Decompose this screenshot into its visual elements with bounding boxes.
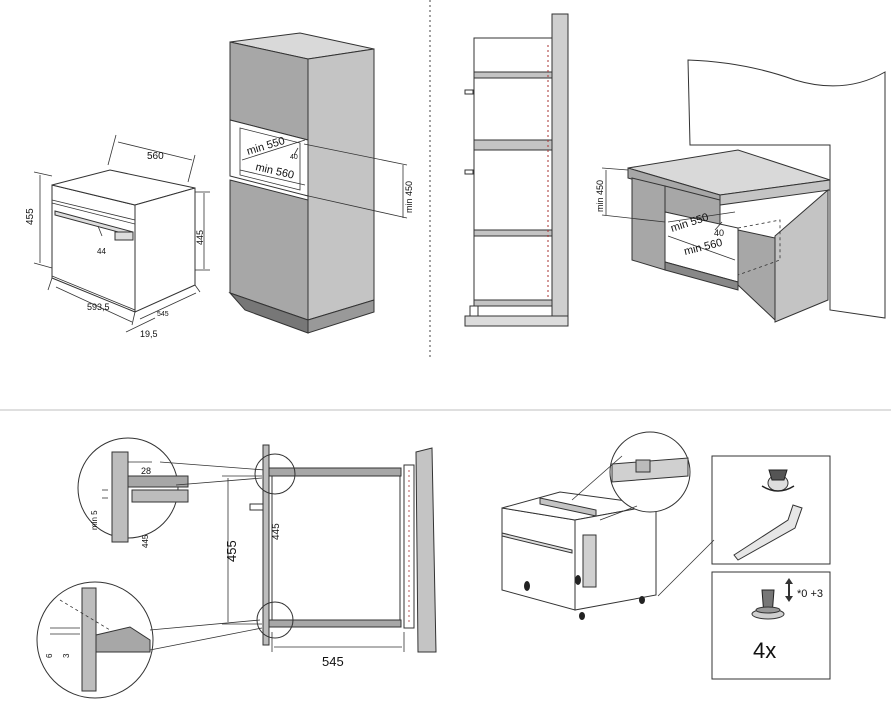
detail-gap-label: 28 (141, 466, 151, 476)
oven-handle-label: 44 (97, 247, 106, 256)
oven-depth-label: 545 (157, 311, 169, 318)
cross-section-height-outer-label: 455 (224, 540, 239, 562)
foot-adjust-label: *0 +3 (797, 588, 823, 600)
detail-circle-bottom (36, 581, 154, 699)
counter-cabinet (627, 59, 886, 323)
detail-circle-top (77, 437, 189, 543)
oven-width-top-label: 560 (147, 151, 164, 162)
oven-door-label: 19,5 (140, 329, 158, 339)
leader-lines (149, 461, 266, 651)
oven-isometric (51, 169, 196, 313)
oven-cross-section (249, 444, 437, 653)
oven-dimension-lines (33, 134, 210, 333)
tool-box (711, 455, 831, 565)
cabinet-vent-label: 40 (290, 154, 298, 161)
cabinet-min-height-label: min 450 (404, 181, 414, 213)
cross-section-height-inner-label: 445 (271, 523, 282, 540)
counter-min-height-label: min 450 (595, 180, 605, 212)
cross-section-dimension-lines (222, 475, 405, 652)
detail-bottom-b-label: 3 (62, 653, 71, 658)
foot-box (711, 571, 831, 680)
tall-cabinet (228, 32, 375, 334)
counter-dimension-lines (601, 167, 736, 261)
detail-min-gap-label: min 5 (90, 510, 99, 530)
detail-height-label: 445 (141, 534, 150, 548)
detail-bottom-a-label: 6 (45, 653, 54, 658)
foot-count-label: 4x (753, 638, 776, 663)
cross-section-depth-label: 545 (322, 654, 344, 669)
tool-leader (657, 539, 715, 597)
counter-vent-label: 40 (714, 228, 724, 238)
column-side-view (464, 13, 569, 327)
oven-height-right-label: 445 (195, 230, 205, 245)
oven-rear-view (501, 491, 657, 620)
oven-height-left-label: 455 (25, 208, 36, 225)
oven-width-front-label: 593,5 (87, 302, 110, 312)
magnifier-circle (571, 431, 691, 521)
cabinet-dimension-lines (239, 139, 408, 219)
